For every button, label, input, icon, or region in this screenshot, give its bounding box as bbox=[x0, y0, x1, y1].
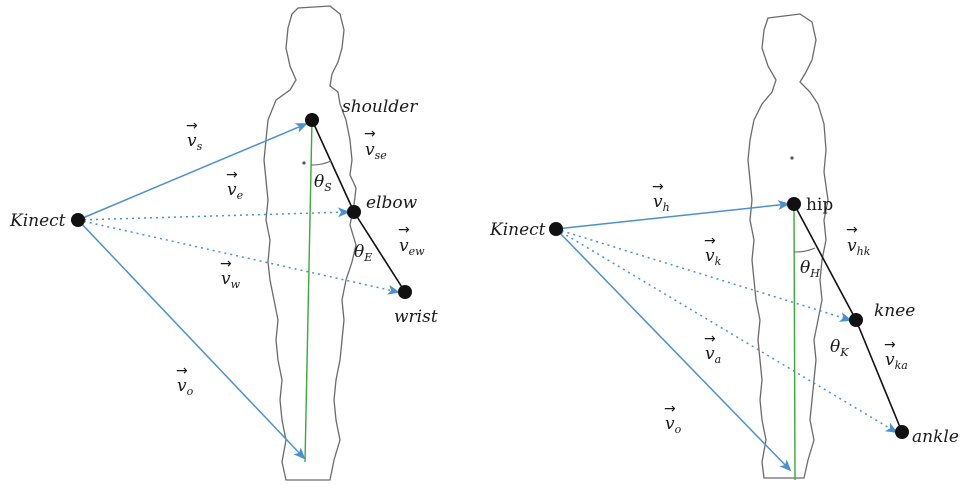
svg-text:→: → bbox=[364, 126, 376, 142]
left-segment-elbow-wrist bbox=[353, 211, 406, 293]
svg-text:vh: vh bbox=[653, 192, 670, 214]
theta-h-label: θH bbox=[800, 258, 820, 280]
right-kinect-label: Kinect bbox=[489, 220, 546, 240]
right-segment-hip-knee bbox=[793, 203, 857, 321]
knee-label: knee bbox=[874, 301, 915, 321]
label-v_w: → vw bbox=[220, 256, 241, 291]
label-v_hk: → vhk bbox=[846, 222, 871, 258]
right-segment-knee-ankle bbox=[855, 319, 903, 433]
elbow-joint-dot bbox=[347, 205, 361, 219]
svg-text:vhk: vhk bbox=[847, 236, 871, 258]
label-v_a: → va bbox=[704, 331, 721, 366]
wrist-label: wrist bbox=[394, 307, 438, 327]
svg-text:→: → bbox=[398, 222, 410, 238]
shoulder-joint-dot bbox=[305, 113, 319, 127]
wrist-joint-dot bbox=[398, 285, 412, 299]
svg-text:vk: vk bbox=[705, 246, 722, 268]
left-vertical-reference-line bbox=[304, 119, 313, 463]
svg-text:vs: vs bbox=[187, 131, 203, 153]
left-vector-v_o bbox=[77, 219, 306, 460]
knee-joint-dot bbox=[849, 313, 863, 327]
left-vector-v_s bbox=[77, 123, 308, 221]
svg-text:vo: vo bbox=[665, 414, 682, 436]
svg-text:→: → bbox=[220, 256, 232, 272]
theta-k-label: θK bbox=[830, 337, 849, 359]
svg-text:→: → bbox=[704, 233, 716, 249]
right-angle-arc-hip bbox=[793, 247, 816, 253]
svg-text:→: → bbox=[226, 167, 238, 183]
svg-text:→: → bbox=[652, 179, 664, 195]
left-segment-shoulder-elbow bbox=[311, 119, 355, 213]
right-kinect-dot bbox=[549, 222, 563, 236]
hip-joint-dot bbox=[787, 197, 801, 211]
right-vector-v_a bbox=[555, 228, 898, 434]
svg-text:→: → bbox=[704, 331, 716, 347]
svg-text:→: → bbox=[664, 401, 676, 417]
left-kinect-dot bbox=[71, 213, 85, 227]
right-panel: Kinect hip knee ankle → vh → vk → va → v… bbox=[489, 13, 959, 481]
svg-text:→: → bbox=[846, 222, 858, 238]
right-center-marker bbox=[790, 156, 794, 160]
label-v_h: → vh bbox=[652, 179, 670, 214]
right-body-silhouette bbox=[747, 13, 829, 479]
svg-text:→: → bbox=[176, 363, 188, 379]
label-v_ka: → vka bbox=[884, 337, 908, 372]
right-vector-v_h bbox=[555, 200, 790, 230]
hip-label: hip bbox=[806, 195, 833, 215]
svg-text:→: → bbox=[884, 337, 896, 353]
label-v_o-right: → vo bbox=[664, 401, 682, 436]
theta-e-label: θE bbox=[354, 242, 372, 264]
left-angle-arc-shoulder bbox=[310, 160, 332, 166]
right-vector-v_o bbox=[555, 228, 792, 472]
left-kinect-label: Kinect bbox=[9, 211, 66, 231]
label-v_ew: → vew bbox=[398, 222, 425, 258]
left-vector-v_w bbox=[77, 219, 400, 295]
svg-text:vse: vse bbox=[365, 140, 387, 162]
svg-text:vw: vw bbox=[221, 269, 241, 291]
svg-text:vka: vka bbox=[885, 350, 908, 372]
label-v_se: → vse bbox=[364, 126, 387, 162]
svg-text:vo: vo bbox=[177, 376, 194, 398]
shoulder-label: shoulder bbox=[342, 97, 418, 117]
label-v_o: → vo bbox=[176, 363, 194, 398]
right-vertical-reference-line bbox=[793, 203, 796, 481]
svg-text:→: → bbox=[186, 118, 198, 134]
svg-text:ve: ve bbox=[227, 180, 244, 202]
svg-text:va: va bbox=[705, 344, 721, 366]
ankle-label: ankle bbox=[912, 427, 959, 447]
theta-s-label: θS bbox=[314, 172, 332, 194]
label-v_s: → vs bbox=[186, 118, 203, 153]
svg-text:vew: vew bbox=[399, 236, 425, 258]
elbow-label: elbow bbox=[366, 193, 418, 213]
left-body-silhouette bbox=[263, 5, 357, 481]
left-center-marker bbox=[302, 161, 306, 165]
left-vector-v_e bbox=[77, 207, 350, 221]
ankle-joint-dot bbox=[895, 425, 909, 439]
left-panel: Kinect shoulder elbow wrist → vs → ve → … bbox=[9, 5, 438, 481]
label-v_k: → vk bbox=[704, 233, 722, 268]
label-v_e: → ve bbox=[226, 167, 244, 202]
